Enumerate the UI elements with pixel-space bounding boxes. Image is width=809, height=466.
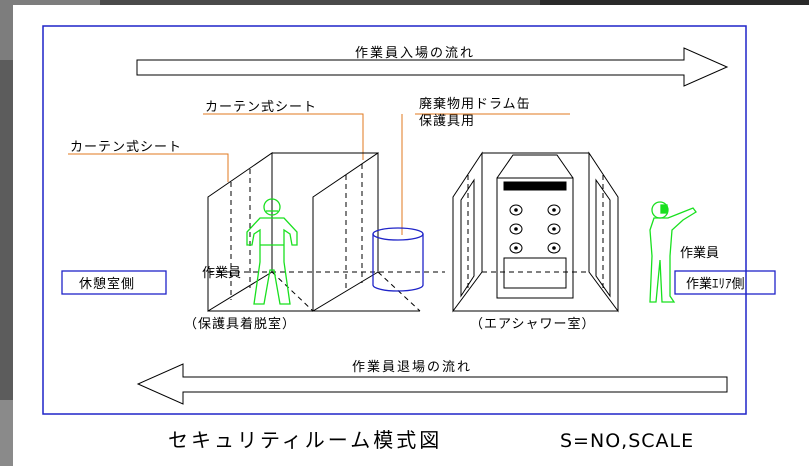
- work-area-side-label: 作業ｴﾘｱ側: [686, 276, 745, 292]
- worker-label-left: 作業員: [202, 265, 241, 281]
- worker-label-right: 作業員: [680, 245, 719, 261]
- drawing-sheet: [13, 5, 809, 466]
- rest-room-side-box: [61, 270, 167, 295]
- drum-label-line1: 廃棄物用ドラム缶: [419, 96, 531, 112]
- worker-figure-left: [246, 198, 298, 305]
- air-shower-room-label: （エアシャワー室）: [470, 316, 595, 332]
- waste-drum: [372, 227, 424, 292]
- changing-room: [207, 152, 445, 312]
- curtain-sheet-label-upper: カーテン式シート: [205, 100, 317, 115]
- entry-flow-arrow: [136, 47, 729, 87]
- drum-label-line2: 保護具用: [419, 113, 475, 129]
- work-area-side-box: [674, 270, 776, 295]
- diagram-title: セキュリティルーム模式図: [168, 428, 442, 452]
- entry-flow-label: 作業員入場の流れ: [355, 45, 475, 61]
- rest-room-side-label: 休憩室側: [79, 276, 135, 292]
- curtain-sheet-label-left: カーテン式シート: [70, 140, 182, 155]
- scale-label: S=NO,SCALE: [560, 430, 694, 452]
- leader-lines: [68, 113, 570, 235]
- air-nozzles: [509, 204, 561, 254]
- air-shower-room: [452, 151, 619, 313]
- exit-flow-label: 作業員退場の流れ: [352, 359, 472, 375]
- diagram-frame: [42, 25, 747, 415]
- worker-figure-right: [649, 201, 697, 303]
- exit-flow-arrow: [136, 363, 728, 405]
- changing-room-label: （保護具着脱室）: [184, 316, 296, 332]
